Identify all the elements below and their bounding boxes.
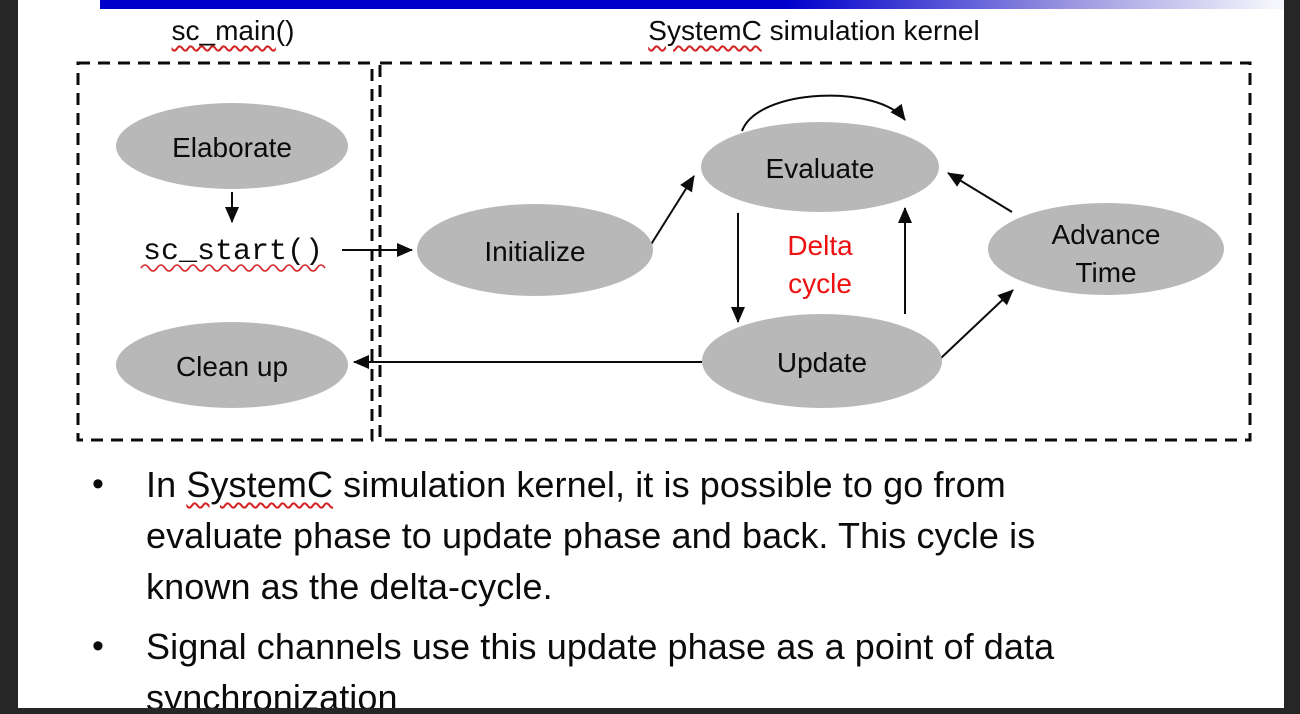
bullet1-after: simulation kernel, it is possible to go … — [333, 464, 1006, 505]
initialize-label: Initialize — [484, 236, 585, 267]
bullet-marker: • — [92, 465, 104, 503]
bullet1-before: In — [146, 464, 187, 505]
node-clean-up: Clean up — [116, 322, 348, 408]
bullet1-line2: evaluate phase to update phase and back.… — [146, 515, 1036, 556]
screen-edge-right — [1284, 0, 1300, 714]
node-update: Update — [702, 314, 942, 408]
update-label: Update — [777, 347, 867, 378]
label-sc-main: sc_main() — [130, 14, 336, 48]
kernel-dashed-box — [378, 61, 1252, 442]
screen-edge-left — [0, 0, 18, 714]
advance-time-label-line1: Advance — [1052, 219, 1161, 250]
delta-line2: cycle — [788, 268, 852, 299]
kernel-rest: simulation kernel — [761, 15, 980, 46]
node-advance-time: Advance Time — [988, 203, 1224, 295]
bullet-item-delta-cycle: • In SystemC simulation kernel, it is po… — [92, 459, 1252, 612]
node-initialize: Initialize — [417, 204, 653, 296]
screen-edge-bottom — [0, 708, 1300, 714]
sc-main-word: sc_main — [171, 15, 276, 46]
elaborate-ellipse — [116, 103, 348, 189]
bullet-list: • In SystemC simulation kernel, it is po… — [92, 459, 1252, 714]
bullet-marker: • — [92, 627, 104, 665]
bullet1-line3: known as the delta-cycle. — [146, 566, 553, 607]
label-simulation-kernel: SystemC simulation kernel — [378, 14, 1250, 48]
node-elaborate: Elaborate — [116, 103, 348, 189]
node-sc-start: sc_start() — [140, 235, 326, 272]
clean-up-label: Clean up — [176, 351, 288, 382]
arrow-initialize-to-evaluate — [649, 175, 695, 247]
bullet-text-delta-cycle: In SystemC simulation kernel, it is poss… — [146, 459, 1035, 612]
advance-time-ellipse — [988, 203, 1224, 295]
arrow-evaluate-self-loop — [741, 94, 906, 132]
arrow-update-to-advancetime — [940, 289, 1014, 359]
delta-line1: Delta — [787, 230, 853, 261]
advance-time-label-line2: Time — [1075, 257, 1136, 288]
bullet2-line1: Signal channels use this update phase as… — [146, 626, 1055, 667]
slide-accent-bar — [100, 0, 1284, 9]
bullet1-systemc-word: SystemC — [186, 464, 334, 505]
initialize-ellipse — [417, 204, 653, 296]
update-ellipse — [702, 314, 942, 408]
arrow-advancetime-to-evaluate — [947, 172, 1013, 213]
systemc-word: SystemC — [648, 15, 762, 46]
bullet1-line1: In SystemC simulation kernel, it is poss… — [146, 459, 1035, 510]
sc-start-label: sc_start() — [143, 235, 323, 269]
sc-start-squiggle — [140, 264, 326, 272]
delta-cycle-annotation: Delta cycle — [787, 230, 853, 299]
sc-main-dashed-box — [76, 61, 374, 442]
sc-main-parens: () — [275, 15, 295, 46]
node-evaluate: Evaluate — [701, 122, 939, 212]
bullet2-line2: synchronization — [146, 677, 398, 714]
bullet-text-synchronization: Signal channels use this update phase as… — [146, 621, 1054, 714]
bullet-item-synchronization: • Signal channels use this update phase … — [92, 621, 1252, 714]
clean-up-ellipse — [116, 322, 348, 408]
evaluate-ellipse — [701, 122, 939, 212]
evaluate-label: Evaluate — [766, 153, 875, 184]
elaborate-label: Elaborate — [172, 132, 292, 163]
